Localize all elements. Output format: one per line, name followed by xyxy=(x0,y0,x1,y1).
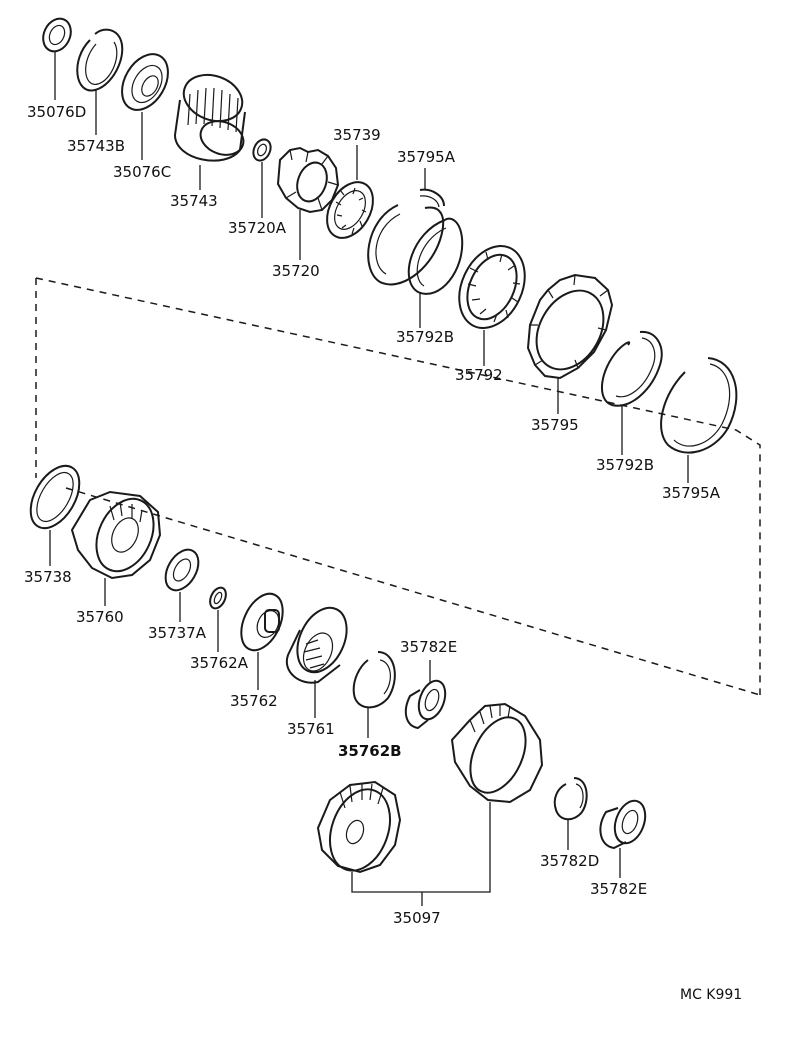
part-35743B-snap-ring xyxy=(76,28,124,135)
label-35743B: 35743B xyxy=(67,137,125,155)
label-35076C: 35076C xyxy=(113,163,171,181)
label-35097: 35097 xyxy=(393,909,441,927)
part-35762-sun-gear xyxy=(240,592,284,690)
label-35720A: 35720A xyxy=(228,219,287,237)
part-35782E-bearing-top xyxy=(404,660,447,730)
drawing-code: MC K991 xyxy=(680,987,742,1003)
label-35739: 35739 xyxy=(333,126,381,144)
label-35738: 35738 xyxy=(24,568,72,586)
label-35782E-top: 35782E xyxy=(400,638,457,656)
part-35097-bracket xyxy=(351,802,491,906)
label-35795A-top: 35795A xyxy=(397,148,456,166)
label-35792: 35792 xyxy=(455,366,503,384)
label-35782E-bottom: 35782E xyxy=(590,880,647,898)
part-35762B-snap-ring xyxy=(352,651,396,738)
label-35762A: 35762A xyxy=(190,654,249,672)
label-35761: 35761 xyxy=(287,720,335,738)
part-35743-drum xyxy=(173,73,246,190)
label-35795: 35795 xyxy=(531,416,579,434)
label-35076D: 35076D xyxy=(27,103,86,121)
part-35795-outer-race xyxy=(526,273,614,414)
part-35097-ring-gear xyxy=(450,702,544,804)
part-35739-thrust-bearing xyxy=(326,145,374,239)
label-35792B-right: 35792B xyxy=(596,456,654,474)
part-35720A-washer xyxy=(252,138,272,218)
part-35760-carrier xyxy=(70,490,162,606)
part-35076C-bearing xyxy=(121,53,169,160)
part-35076D-seal xyxy=(42,17,72,100)
part-35795A-snap-ring-right xyxy=(660,357,738,483)
label-35720: 35720 xyxy=(272,262,320,280)
label-35743: 35743 xyxy=(170,192,218,210)
assembly-outline-dashed xyxy=(35,277,761,696)
part-35097-carrier xyxy=(316,780,402,874)
part-35737A-washer xyxy=(164,548,200,622)
label-35737A: 35737A xyxy=(148,624,207,642)
label-35760: 35760 xyxy=(76,608,124,626)
part-35782E-bearing-bottom xyxy=(599,799,647,878)
label-35795A-right: 35795A xyxy=(662,484,721,502)
label-35762B: 35762B xyxy=(338,742,402,760)
part-35792B-rings-top xyxy=(367,204,464,328)
part-labels: 35076D 35743B 35076C 35743 35720A 35720 … xyxy=(24,103,721,927)
part-35792B-snap-ring-right xyxy=(600,330,663,455)
part-35795A-snap-ring-top xyxy=(419,168,445,208)
part-35738-thrust-washer xyxy=(29,464,81,566)
part-35720-hub xyxy=(276,146,340,260)
label-35792B-top: 35792B xyxy=(396,328,454,346)
part-35761-drum xyxy=(285,606,348,718)
part-35762A-washer xyxy=(209,586,227,652)
label-35762: 35762 xyxy=(230,692,278,710)
label-35782D: 35782D xyxy=(540,852,599,870)
part-35782D-snap-ring xyxy=(553,777,588,850)
part-35792-roller-clutch xyxy=(458,245,526,366)
